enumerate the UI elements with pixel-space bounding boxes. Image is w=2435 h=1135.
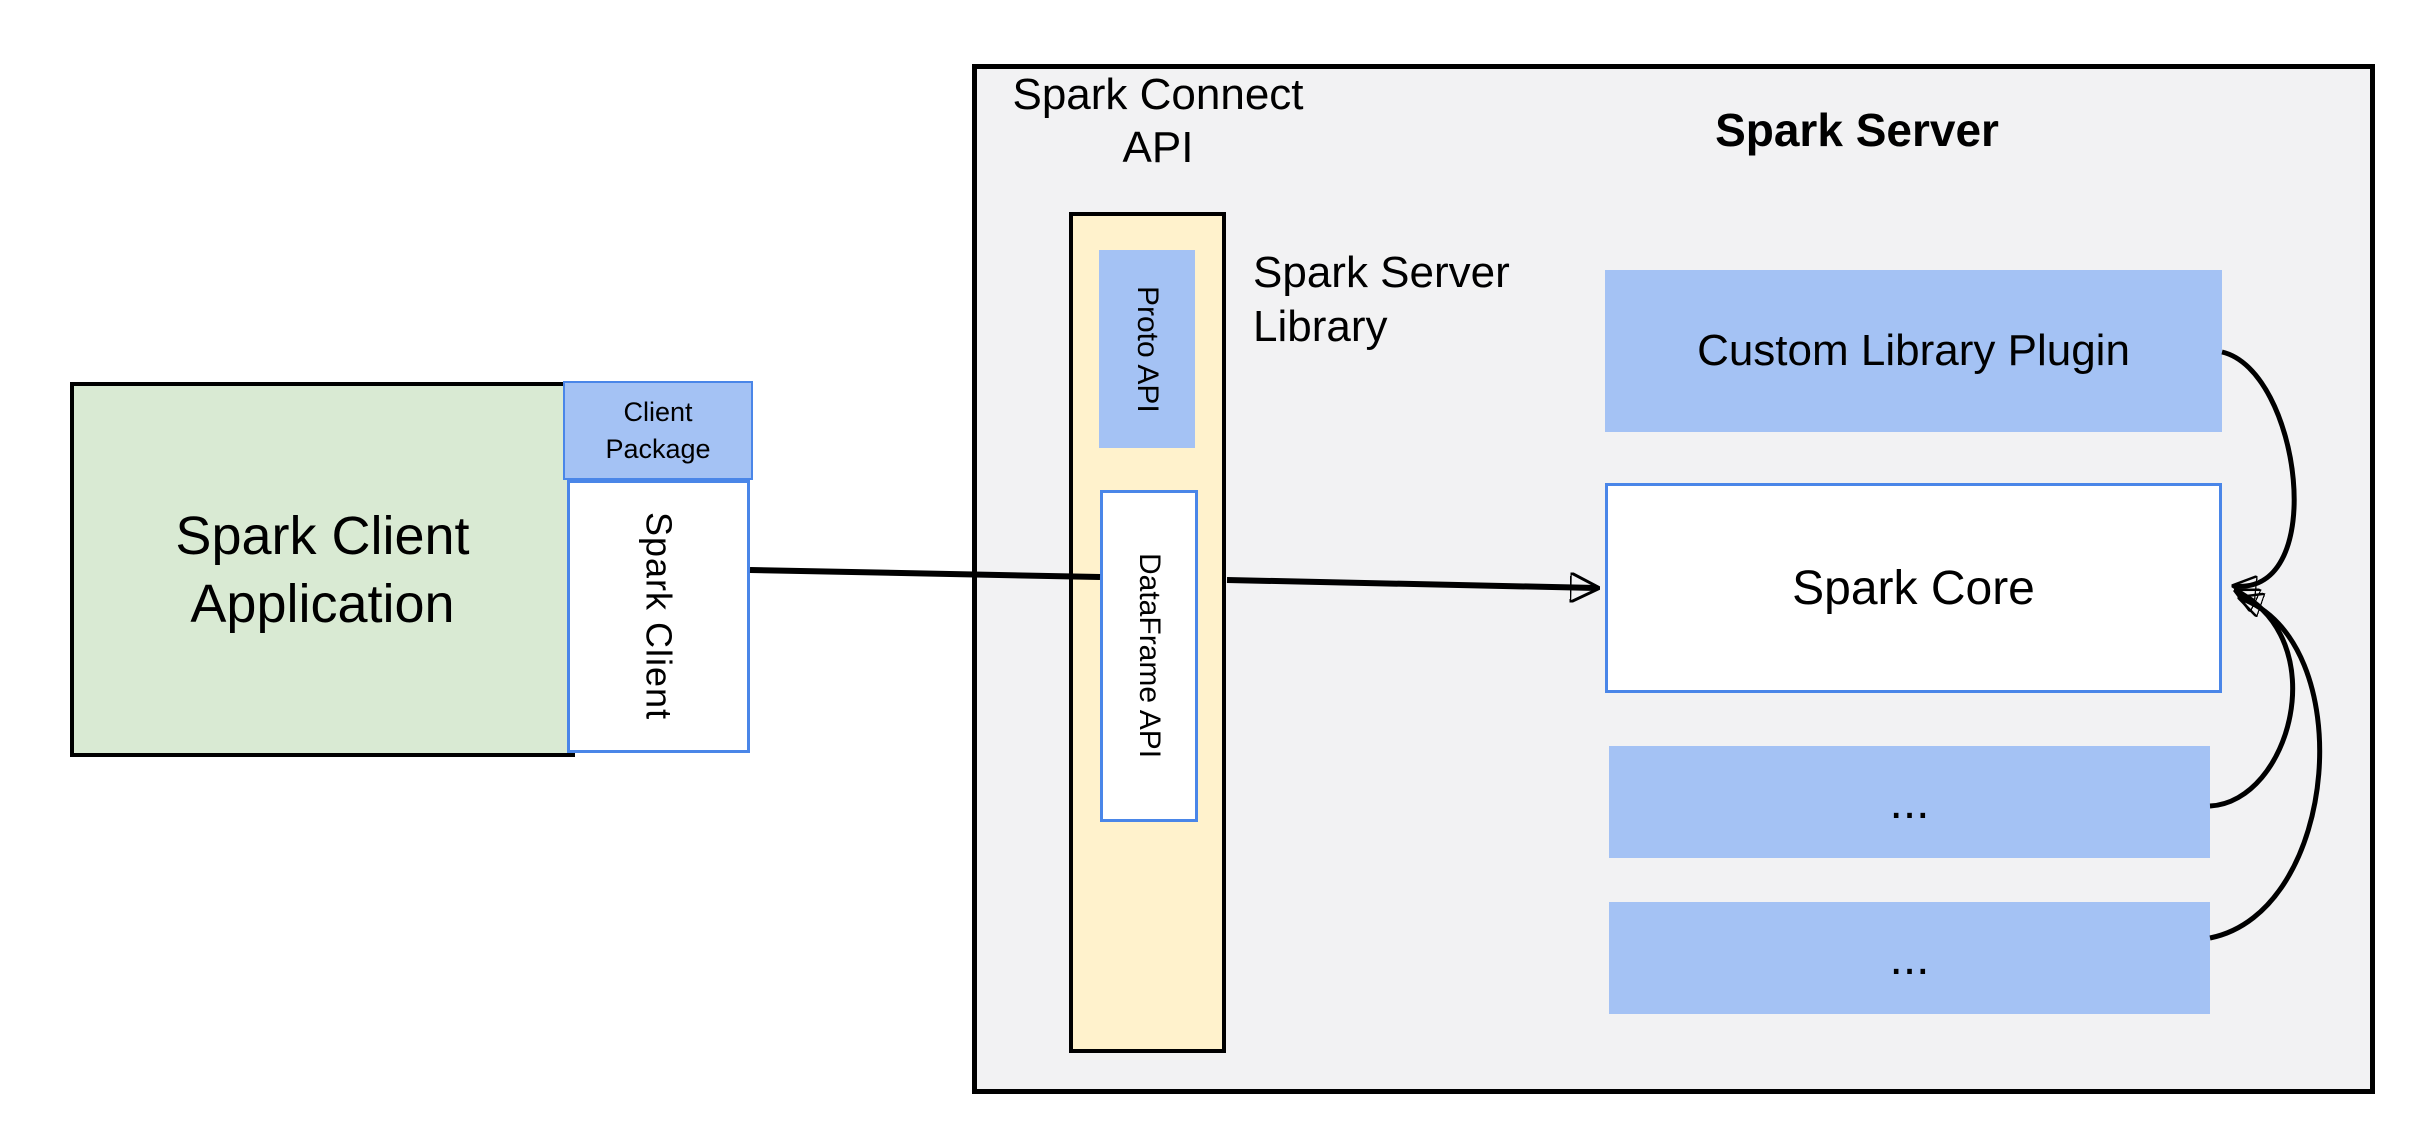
proto-api-label: Proto API — [1131, 285, 1164, 413]
ellipsis-label-1: ... — [1889, 775, 1930, 829]
spark-core-label: Spark Core — [1792, 561, 2035, 615]
spark-server-library-label: Spark Server Library — [1253, 248, 1510, 351]
ellipsis-box-2: ... — [1609, 902, 2210, 1014]
ellipsis-box-1: ... — [1609, 746, 2210, 858]
client-package-label: Client Package — [605, 396, 711, 464]
custom-library-plugin-box: Custom Library Plugin — [1605, 270, 2222, 432]
ellipsis-label-2: ... — [1889, 931, 1930, 985]
dataframe-api-label: DataFrame API — [1133, 553, 1166, 759]
proto-api-box: Proto API — [1099, 250, 1195, 448]
spark-client-label: Spark Client — [638, 512, 680, 721]
spark-client-application-box: Spark Client Application — [70, 382, 575, 757]
spark-connect-api-label: Spark Connect API — [1012, 70, 1304, 172]
client-package-box: Client Package — [563, 381, 753, 480]
spark-client-box: Spark Client — [567, 480, 750, 753]
spark-core-box: Spark Core — [1605, 483, 2222, 693]
custom-library-plugin-label: Custom Library Plugin — [1697, 326, 2130, 375]
spark-server-title: Spark Server — [1715, 104, 1999, 156]
spark-client-application-label: Spark Client Application — [175, 505, 470, 634]
dataframe-api-box: DataFrame API — [1100, 490, 1198, 822]
